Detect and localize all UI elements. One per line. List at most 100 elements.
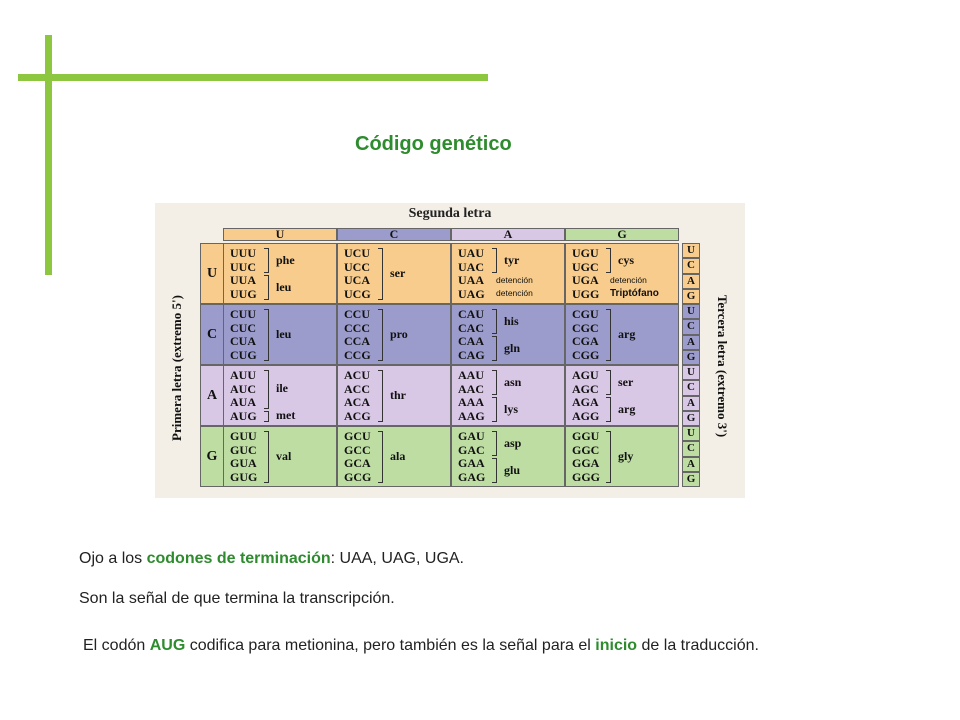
amino-acid-label: gly: [618, 449, 634, 463]
codon: ACC: [344, 381, 370, 396]
codon: UUC: [230, 259, 256, 274]
amino-acid-label: pro: [390, 327, 408, 341]
third-letter-cell: U: [682, 426, 700, 442]
aug-codon-highlight: AUG: [149, 637, 186, 654]
codon: GCC: [344, 442, 371, 457]
codon: ACU: [344, 368, 370, 382]
codon-group-bracket: [492, 309, 497, 334]
codon: AAU: [458, 368, 484, 382]
codon: CAU: [458, 307, 484, 321]
page-title: Código genético: [355, 133, 512, 155]
amino-acid-label: glu: [504, 462, 521, 477]
codon: UCU: [344, 246, 370, 260]
third-letter-cell: A: [682, 456, 700, 472]
first-letter-cell: G: [200, 426, 224, 487]
codon: UAU: [458, 246, 484, 260]
amino-acid-label: ala: [390, 449, 406, 463]
codon-group-bracket: [492, 397, 497, 422]
second-letter-label: Segunda letra: [408, 206, 492, 221]
codon-group-bracket: [378, 370, 383, 422]
third-letter-cell: A: [682, 395, 700, 411]
codon: CUA: [230, 334, 256, 348]
amino-acid-label: val: [276, 449, 292, 463]
third-letter-label: Tercera letra (extremo 3'): [715, 294, 730, 438]
amino-acid-label: met: [276, 408, 296, 423]
third-letter-cell: G: [682, 471, 700, 487]
second-letter-header: C: [337, 228, 451, 241]
codon: CGU: [572, 307, 599, 321]
codon: UUA: [230, 273, 256, 287]
third-letter-cell: A: [682, 334, 700, 350]
codon-group-bracket: [378, 248, 383, 300]
amino-acid-label: ser: [618, 374, 634, 389]
stop-codons-note: Ojo a los codones de terminación: UAA, U…: [79, 550, 464, 568]
codon: UUU: [230, 246, 256, 260]
codon-group-bracket: [606, 248, 611, 273]
aug-note: El codón AUG codifica para metionina, pe…: [83, 634, 873, 658]
codon: UCA: [344, 273, 370, 287]
codon: CCG: [344, 347, 371, 362]
aug-note-middle: codifica para metionina, pero también es…: [185, 637, 596, 654]
codon: AUA: [230, 395, 256, 409]
codon-group-bracket: [378, 309, 383, 361]
codon: CCC: [344, 320, 370, 335]
amino-acid-label: gln: [504, 340, 521, 355]
codon: CGC: [572, 320, 599, 335]
codon: GCU: [344, 429, 371, 443]
codon-group-bracket: [264, 410, 269, 422]
codon: GCG: [344, 469, 372, 484]
amino-acid-label: asn: [504, 374, 522, 389]
codon: GCA: [344, 456, 371, 470]
codon: GAG: [458, 469, 486, 484]
codon: GUG: [230, 469, 258, 484]
codon: CUC: [230, 320, 256, 335]
amino-acid-label: thr: [390, 388, 406, 402]
aug-note-suffix: de la traducción.: [637, 637, 759, 654]
codon-group-bracket: [492, 248, 497, 273]
amino-acid-label: cys: [618, 252, 634, 267]
codon: AGC: [572, 381, 599, 396]
amino-acid-label: his: [504, 313, 519, 328]
codon: AGG: [572, 408, 600, 423]
codon: GGC: [572, 442, 600, 457]
first-letter-label: Primera letra (extremo 5'): [169, 295, 184, 441]
codon-group-bracket: [606, 431, 611, 483]
codon: AAC: [458, 381, 484, 396]
codon-group-bracket: [378, 431, 383, 483]
codon: UAC: [458, 259, 484, 274]
stop-note-suffix: : UAA, UAG, UGA.: [330, 550, 464, 567]
codon: GUC: [230, 442, 257, 457]
amino-acid-label: arg: [618, 401, 636, 416]
amino-acid-label: detención: [496, 274, 533, 285]
codon-group-bracket: [492, 458, 497, 483]
amino-acid-label: Triptófano: [610, 288, 659, 300]
codon: AUG: [230, 408, 257, 423]
codon-group-bracket: [264, 248, 269, 273]
codon: UGU: [572, 246, 599, 260]
codon-group-bracket: [606, 309, 611, 361]
amino-acid-label: tyr: [504, 252, 520, 267]
amino-acid-label: ile: [276, 381, 288, 396]
codon: UUG: [230, 286, 257, 301]
inicio-highlight: inicio: [595, 637, 638, 654]
codon: UCC: [344, 259, 370, 274]
amino-acid-label: asp: [504, 435, 522, 450]
